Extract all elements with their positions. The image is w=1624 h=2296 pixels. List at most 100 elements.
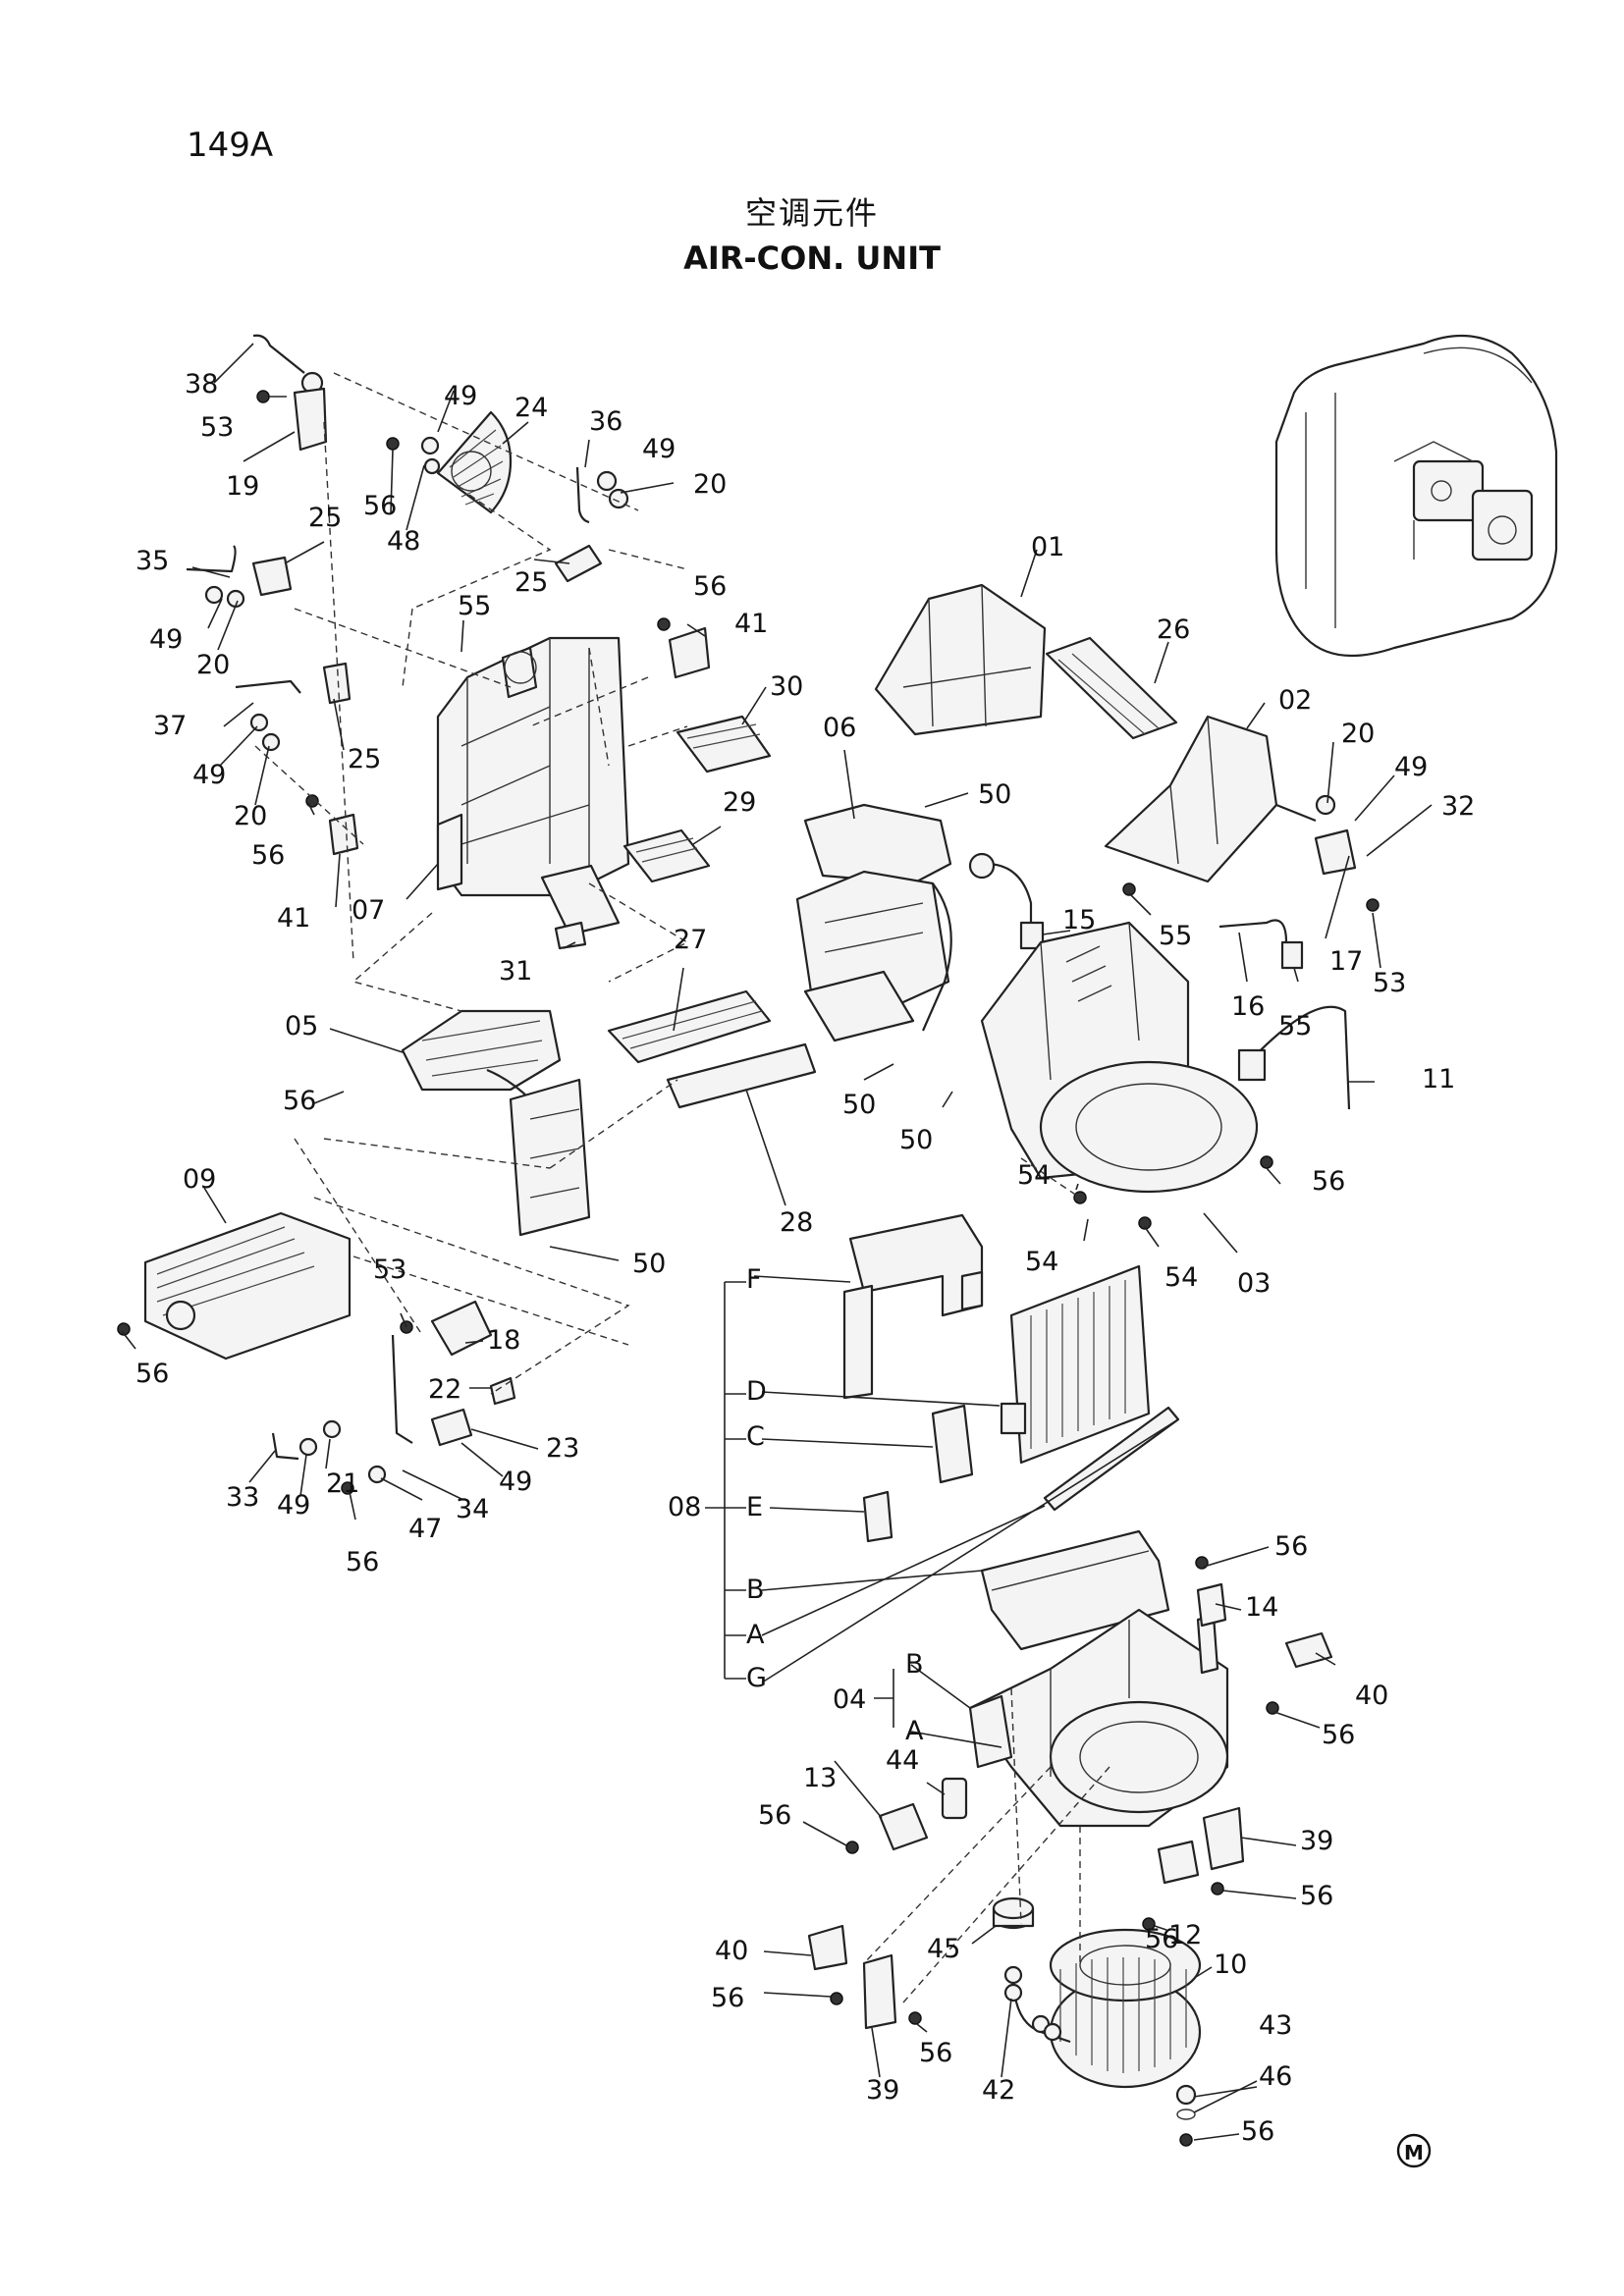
- callout-56: 56: [711, 1983, 744, 2013]
- callout-56: 56: [283, 1086, 316, 1116]
- callout-02: 02: [1278, 685, 1312, 716]
- callout-55: 55: [458, 591, 491, 621]
- callout-31: 31: [499, 956, 532, 987]
- duct-06: [795, 803, 952, 1042]
- callout-16: 16: [1231, 991, 1265, 1022]
- callout-49: 49: [277, 1490, 310, 1521]
- callout-06: 06: [823, 713, 856, 743]
- callout-30: 30: [770, 671, 803, 702]
- label-B: B: [746, 1575, 765, 1605]
- actuator-18-links: [271, 1300, 516, 1495]
- callout-55: 55: [1159, 921, 1192, 951]
- callout-42: 42: [982, 2075, 1015, 2106]
- callout-48: 48: [387, 526, 420, 557]
- callout-15: 15: [1062, 905, 1096, 935]
- filter-core-27-28: [607, 989, 817, 1109]
- callout-19: 19: [226, 471, 259, 502]
- callout-54: 54: [1164, 1262, 1198, 1293]
- callout-29: 29: [723, 787, 756, 818]
- callout-49: 49: [1394, 752, 1428, 782]
- callout-35: 35: [135, 546, 169, 576]
- label-A: A: [905, 1716, 924, 1746]
- callout-54: 54: [1017, 1160, 1051, 1191]
- callout-41: 41: [277, 903, 310, 934]
- callout-20: 20: [693, 469, 727, 500]
- callout-44: 44: [886, 1745, 919, 1776]
- callout-56: 56: [1300, 1881, 1333, 1911]
- callout-20: 20: [1341, 719, 1375, 749]
- callout-05: 05: [285, 1011, 318, 1041]
- callout-32: 32: [1441, 791, 1475, 822]
- label-B: B: [905, 1649, 924, 1680]
- blower-motor-10: [1003, 1928, 1202, 2147]
- callout-56: 56: [919, 2038, 952, 2068]
- callout-41: 41: [734, 609, 768, 639]
- lower-small-parts: [807, 1777, 1245, 2030]
- callout-25: 25: [348, 744, 381, 774]
- callout-23: 23: [546, 1433, 579, 1464]
- filter-26: [1045, 636, 1178, 740]
- heater-core-09: [117, 1211, 352, 1361]
- label-F: F: [746, 1264, 762, 1295]
- case-07: [436, 636, 630, 897]
- label-C: C: [746, 1421, 765, 1452]
- callout-28: 28: [780, 1207, 813, 1238]
- sensors-15-16-11: [968, 852, 1351, 1110]
- callout-21: 21: [326, 1468, 359, 1499]
- callout-03: 03: [1237, 1268, 1271, 1299]
- case-01: [874, 583, 1047, 736]
- callout-18: 18: [487, 1325, 520, 1356]
- callout-56: 56: [1322, 1720, 1355, 1750]
- callout-26: 26: [1157, 614, 1190, 645]
- callout-54: 54: [1025, 1247, 1058, 1277]
- callout-labels: 38 53 19 49 24 56 48 36 49 20 25 35 49 2…: [135, 369, 1475, 2147]
- cab-thumbnail: [1274, 334, 1558, 658]
- callout-56: 56: [363, 491, 397, 521]
- callout-49: 49: [192, 760, 226, 790]
- callout-56: 56: [135, 1359, 169, 1389]
- callout-56: 56: [1241, 2116, 1274, 2147]
- callout-56: 56: [758, 1800, 791, 1831]
- callout-34: 34: [456, 1494, 489, 1524]
- callout-01: 01: [1031, 532, 1064, 562]
- label-D: D: [746, 1376, 767, 1407]
- callout-50: 50: [842, 1090, 876, 1120]
- case-04: [968, 1556, 1333, 1828]
- case-05: [401, 1009, 591, 1237]
- brand-mark-letter: M: [1404, 2141, 1424, 2164]
- callout-12: 12: [1168, 1920, 1202, 1950]
- callout-17: 17: [1329, 946, 1363, 977]
- callout-56: 56: [693, 571, 727, 602]
- callout-36: 36: [589, 406, 623, 437]
- callout-56: 56: [251, 840, 285, 871]
- callout-45: 45: [927, 1934, 960, 1964]
- callout-10: 10: [1214, 1949, 1247, 1980]
- callout-56: 56: [346, 1547, 379, 1577]
- callout-04: 04: [833, 1684, 866, 1715]
- callout-39: 39: [866, 2075, 899, 2106]
- label-G: G: [746, 1663, 767, 1693]
- callout-14: 14: [1245, 1592, 1278, 1623]
- callout-22: 22: [428, 1374, 461, 1405]
- brand-mark: M: [1396, 2133, 1432, 2168]
- callout-53: 53: [1373, 968, 1406, 998]
- callout-50: 50: [632, 1249, 666, 1279]
- callout-09: 09: [183, 1164, 216, 1195]
- callout-55: 55: [1278, 1011, 1312, 1041]
- callout-46: 46: [1259, 2061, 1292, 2092]
- callout-49: 49: [499, 1467, 532, 1497]
- callout-27: 27: [674, 925, 707, 955]
- callout-50: 50: [978, 779, 1011, 810]
- label-A: A: [746, 1620, 765, 1650]
- case-03: [980, 921, 1273, 1230]
- callout-13: 13: [803, 1763, 837, 1793]
- page-number: 149A: [187, 126, 274, 165]
- assembly-dash-lines: [254, 372, 1110, 2003]
- case-02: [1104, 715, 1380, 912]
- callout-49: 49: [642, 434, 676, 464]
- callout-40: 40: [1355, 1681, 1388, 1711]
- callout-56: 56: [1274, 1531, 1308, 1562]
- callout-24: 24: [514, 393, 548, 423]
- label-E: E: [746, 1492, 763, 1522]
